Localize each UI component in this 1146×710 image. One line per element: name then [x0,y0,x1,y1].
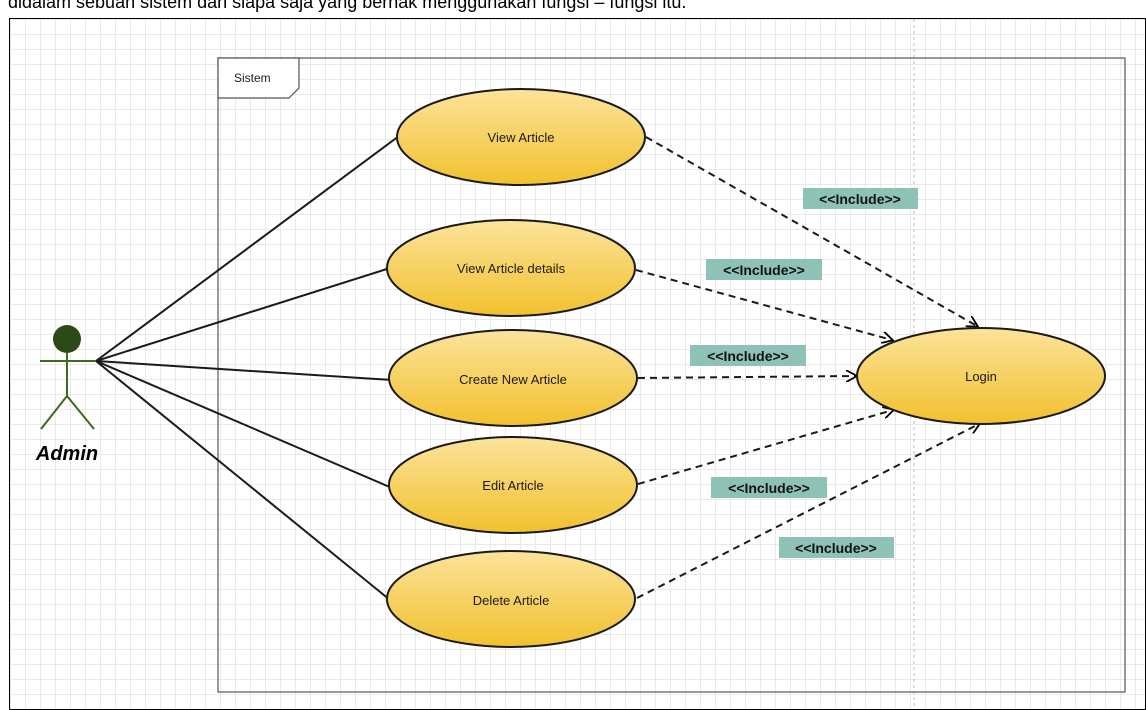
include-label-edit-article: <<Include>> [711,477,827,498]
include-line-view-article [645,136,977,326]
svg-text:View Article details: View Article details [457,261,566,276]
system-boundary-tab [217,57,300,99]
svg-text:Edit Article: Edit Article [482,478,543,493]
association-lines [95,135,400,601]
include-line-delete-article [636,424,979,599]
include-label-create-new-article: <<Include>> [690,345,806,366]
usecase-view-article[interactable]: View Article [396,88,646,186]
intro-text: didalam sebuah sistem dan siapa saja yan… [8,0,687,12]
actor-head-icon [53,325,81,353]
usecase-delete-article[interactable]: Delete Article [386,550,636,648]
include-lines [635,136,979,599]
usecase-create-new-article[interactable]: Create New Article [388,329,638,427]
usecase-login[interactable]: Login [856,327,1106,425]
association-create-new-article [95,360,393,381]
svg-text:<<Include>>: <<Include>> [795,540,877,556]
svg-text:<<Include>>: <<Include>> [819,191,901,207]
svg-text:<<Include>>: <<Include>> [707,348,789,364]
association-view-article-details [95,267,391,362]
actor-admin[interactable]: Admin [35,325,98,465]
system-boundary[interactable] [217,57,1126,693]
svg-text:Login: Login [965,369,997,384]
svg-text:<<Include>>: <<Include>> [723,262,805,278]
association-edit-article [95,360,393,489]
include-label-view-article-details: <<Include>> [706,259,822,280]
system-boundary-label: Sistem [234,71,271,85]
include-label-view-article: <<Include>> [803,188,918,209]
actor-label: Admin [35,443,98,465]
usecase-edit-article[interactable]: Edit Article [388,436,638,534]
usecase-view-article-details[interactable]: View Article details [386,219,636,317]
include-line-view-article-details [635,269,892,340]
svg-text:Delete Article: Delete Article [473,593,550,608]
svg-text:Create New Article: Create New Article [459,372,567,387]
svg-text:View Article: View Article [488,130,555,145]
association-view-article [95,135,400,362]
association-delete-article [95,360,391,601]
include-line-edit-article [637,410,893,485]
include-label-delete-article: <<Include>> [779,537,894,558]
svg-text:<<Include>>: <<Include>> [728,480,810,496]
include-line-create-new-article [637,376,856,378]
